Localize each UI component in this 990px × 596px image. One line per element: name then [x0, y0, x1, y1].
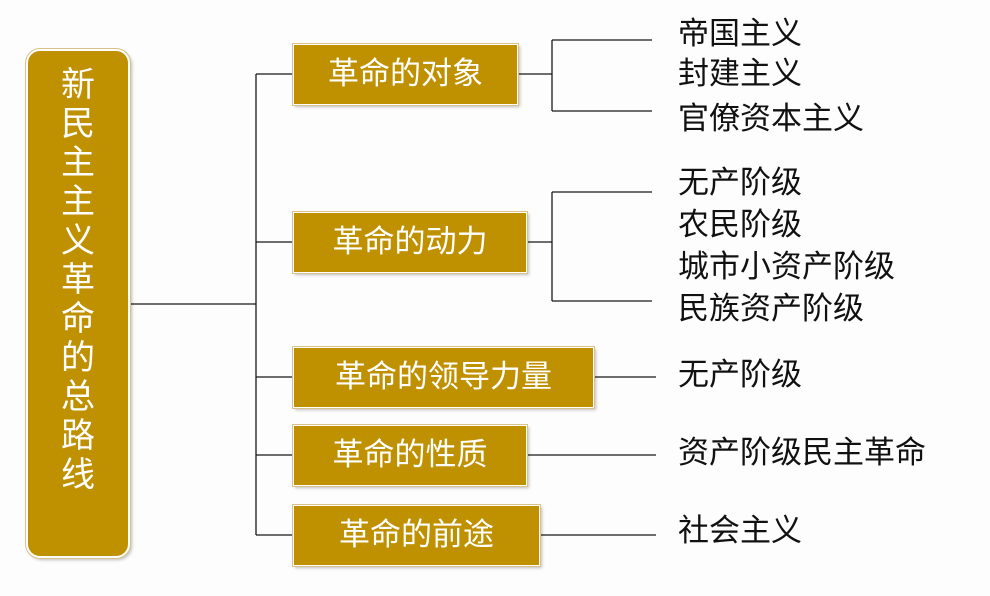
leaf-text: 社会主义 — [678, 513, 802, 549]
leaf-text: 官僚资本主义 — [678, 101, 864, 137]
leaf-text: 资产阶级民主革命 — [678, 435, 926, 471]
category-box-revolution-future: 革命的前途 — [292, 504, 541, 567]
category-box-revolution-nature: 革命的性质 — [292, 424, 528, 487]
leaf-text: 无产阶级 — [678, 165, 802, 201]
leaf-text: 帝国主义 — [678, 16, 802, 52]
leaf-text: 农民阶级 — [678, 207, 802, 243]
root-label: 新民主主义革命的总路线 — [61, 65, 95, 495]
root-node — [26, 49, 130, 558]
leaf-text: 无产阶级 — [678, 357, 802, 393]
category-box-revolution-leadership: 革命的领导力量 — [292, 346, 595, 409]
leaf-text: 民族资产阶级 — [678, 291, 864, 327]
category-box-revolution-driving-force: 革命的动力 — [292, 211, 528, 274]
leaf-text: 城市小资产阶级 — [678, 249, 895, 285]
category-box-revolution-target: 革命的对象 — [292, 43, 519, 106]
leaf-text: 封建主义 — [678, 56, 802, 92]
